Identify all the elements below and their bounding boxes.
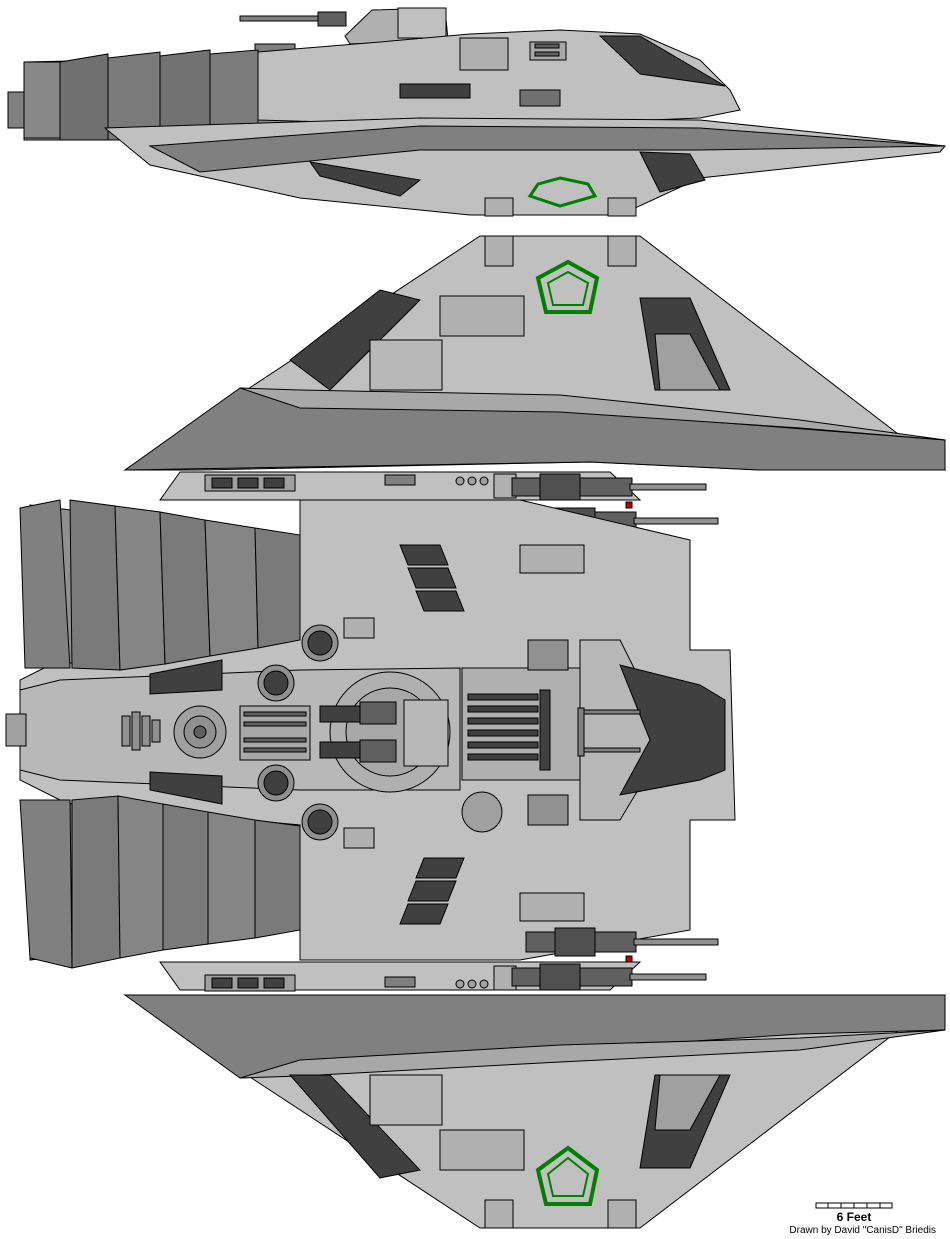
lower-vents xyxy=(399,857,465,925)
vent-hatch-icon xyxy=(461,791,503,833)
scale-label: 6 Feet xyxy=(836,1210,872,1224)
lower-wing xyxy=(123,994,947,1229)
lower-engine-nacelle xyxy=(19,795,301,969)
exhaust-grille xyxy=(467,689,551,771)
side-louvres xyxy=(149,659,223,805)
lower-wing-insignia-icon xyxy=(535,1145,600,1206)
lower-cannon-1 xyxy=(525,927,719,963)
side-insignia-icon xyxy=(527,176,598,208)
port-hatches xyxy=(257,624,339,841)
upper-vents xyxy=(399,544,465,612)
upper-wing-insignia-icon xyxy=(535,259,600,314)
nose-louvres xyxy=(619,664,726,796)
upper-cannon-1 xyxy=(511,473,707,501)
scale-bar xyxy=(815,1202,893,1209)
spine-ribs xyxy=(121,711,161,751)
lower-cannon-2 xyxy=(511,963,707,991)
side-engine xyxy=(7,49,301,141)
turret-dome xyxy=(319,671,451,793)
top-view[interactable] xyxy=(5,235,947,1229)
side-view xyxy=(7,7,946,217)
upper-wing xyxy=(123,235,947,471)
artist-credit: Drawn by David "CanisD" Briedis xyxy=(789,1225,936,1236)
upper-engine-nacelle xyxy=(19,499,301,671)
nose-rails xyxy=(577,707,641,757)
